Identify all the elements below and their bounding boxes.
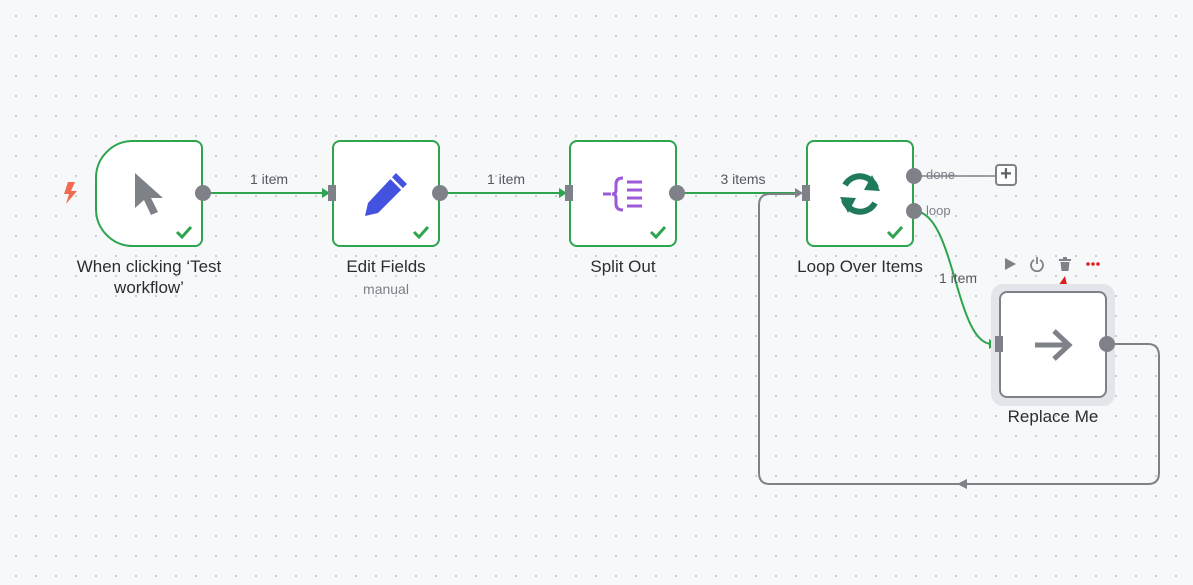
success-check-icon <box>649 225 667 239</box>
arrow-right-icon <box>1035 328 1073 361</box>
node-label: When clicking ‘Test workflow’ <box>76 257 222 297</box>
node-replace-me[interactable] <box>999 291 1107 398</box>
pencil-icon <box>365 172 407 216</box>
refresh-icon <box>840 172 880 215</box>
node-split-out[interactable] <box>569 140 677 247</box>
edge-label: 1 item <box>249 171 289 187</box>
output-port[interactable] <box>432 185 448 201</box>
node-loop-over-items[interactable] <box>806 140 914 247</box>
node-label: Edit Fields <box>346 257 426 276</box>
power-icon[interactable] <box>1029 256 1045 272</box>
pointer-icon <box>135 172 163 215</box>
output-port-loop[interactable] <box>906 203 922 219</box>
play-icon[interactable] <box>1002 256 1018 272</box>
add-node-button[interactable]: + <box>995 164 1017 186</box>
port-label-loop: loop <box>926 203 951 218</box>
node-subtitle: manual <box>363 281 409 297</box>
input-port[interactable] <box>328 185 336 201</box>
success-check-icon <box>886 225 904 239</box>
success-check-icon <box>412 225 430 239</box>
node-label: Split Out <box>590 257 656 276</box>
node-edit-fields[interactable] <box>332 140 440 247</box>
output-port[interactable] <box>1099 336 1115 352</box>
edge-label: 1 item <box>486 171 526 187</box>
edge-label: 3 items <box>720 171 766 187</box>
port-label-done: done <box>926 167 955 182</box>
trash-icon[interactable] <box>1057 256 1073 272</box>
input-port[interactable] <box>802 185 810 201</box>
split-out-icon <box>603 176 642 211</box>
more-icon[interactable] <box>1085 256 1101 272</box>
edge-arrowhead <box>957 479 967 489</box>
trigger-bolt-icon <box>64 182 77 204</box>
success-check-icon <box>175 225 193 239</box>
edge-arrowhead <box>559 188 567 198</box>
output-port[interactable] <box>195 185 211 201</box>
edge-label: 1 item <box>938 270 978 286</box>
output-port[interactable] <box>669 185 685 201</box>
edge-loop-to-replace <box>913 210 993 345</box>
input-port[interactable] <box>565 185 573 201</box>
output-port-done[interactable] <box>906 168 922 184</box>
input-port[interactable] <box>995 336 1003 352</box>
node-label: Loop Over Items <box>797 257 923 276</box>
node-label: Replace Me <box>1007 407 1099 426</box>
edge-arrowhead <box>795 188 803 198</box>
edge-arrowhead <box>322 188 330 198</box>
